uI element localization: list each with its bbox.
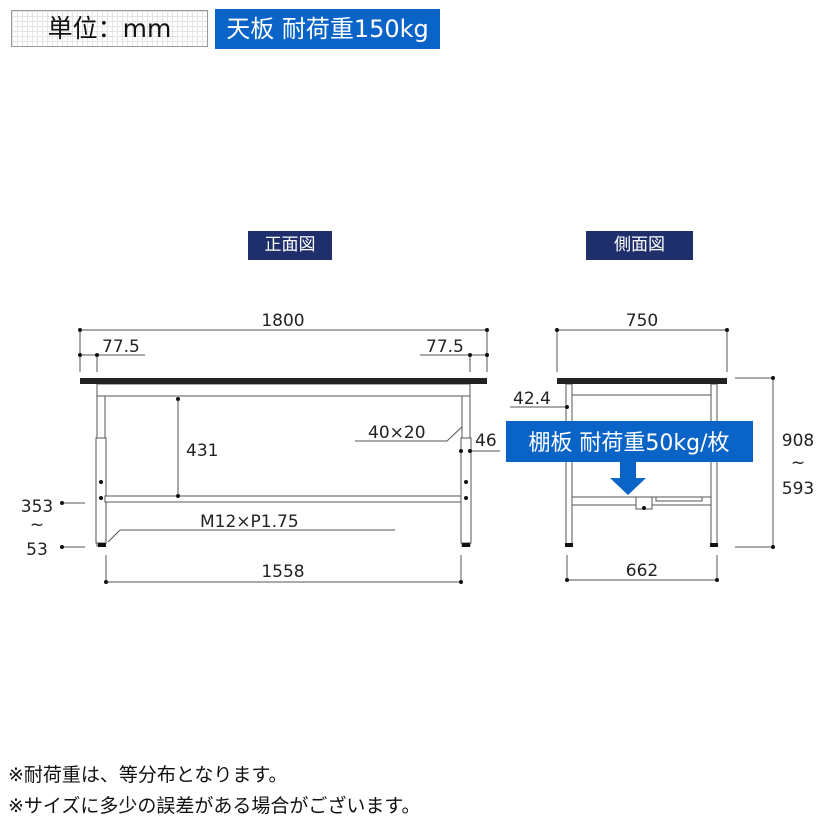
dim-offset-right: 77.5 [426, 337, 464, 357]
tabletop-load-badge: 天板 耐荷重150kg [215, 9, 440, 49]
front-tabletop [80, 378, 487, 384]
dim-leg-section: 40×20 [368, 423, 426, 443]
dim-shelf-max: 353 [21, 497, 53, 517]
shelf-load-text: 棚板 耐荷重50kg/枚 [528, 431, 729, 456]
dim-leg-width: 46 [475, 431, 497, 451]
dim-shelf-sep: ~ [30, 515, 44, 535]
note-tolerance: ※サイズに多少の誤差がある場合がございます。 [8, 795, 421, 817]
arrow-down-icon [610, 462, 646, 495]
shelf-load-badge [506, 421, 753, 462]
dim-height-max: 908 [782, 431, 814, 451]
dim-apron: 42.4 [513, 389, 551, 409]
dim-adjuster: M12×P1.75 [200, 512, 299, 532]
front-dim-labels: 1800 77.5 77.5 431 40×20 46 M12×P1.75 15… [21, 311, 497, 582]
note-load: ※耐荷重は、等分布となります。 [8, 764, 288, 786]
side-view-title: 側面図 [586, 231, 693, 260]
dim-width: 1800 [261, 311, 304, 331]
dim-depth: 750 [626, 311, 658, 331]
front-view-drawing [62, 329, 500, 583]
dim-height-sep: ~ [791, 453, 805, 473]
side-tabletop [557, 378, 727, 384]
side-dim-labels: 750 42.4 662 908 ~ 593 [513, 311, 814, 581]
dim-apron-to-shelf: 431 [186, 441, 218, 461]
dim-height-min: 593 [782, 479, 814, 499]
dim-side-leg-span: 662 [626, 561, 658, 581]
dim-shelf-min: 53 [26, 540, 48, 560]
dim-leg-span: 1558 [261, 562, 304, 582]
front-dim-dots [60, 328, 489, 584]
dim-offset-left: 77.5 [102, 337, 140, 357]
front-view-title: 正面図 [248, 231, 332, 260]
unit-label: 単位：mm [11, 10, 208, 47]
side-dim-dots [555, 328, 775, 582]
side-view-drawing [510, 329, 774, 581]
